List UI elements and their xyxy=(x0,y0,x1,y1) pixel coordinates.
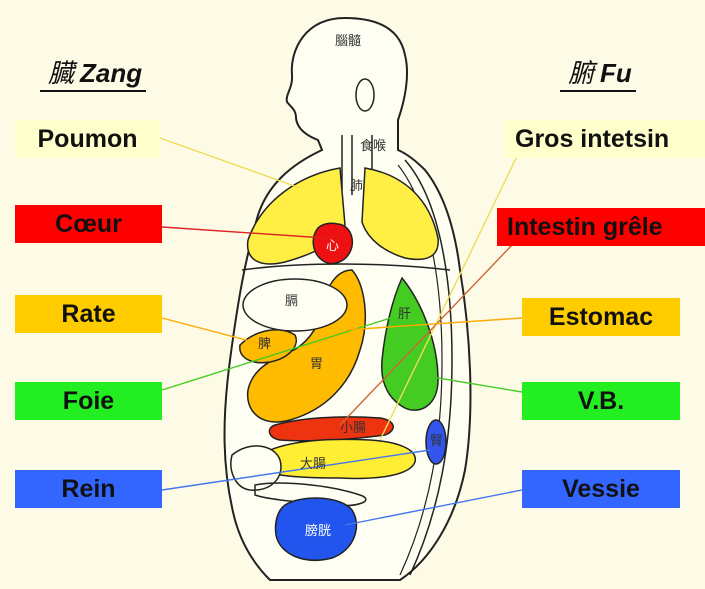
label-estomac-text: Estomac xyxy=(549,303,653,331)
label-rein-text: Rein xyxy=(61,475,115,503)
label-gros-intestin-text: Gros intetsin xyxy=(515,125,669,153)
label-poumon-text: Poumon xyxy=(38,125,138,153)
label-foie: Foie xyxy=(15,382,162,420)
label-foie-text: Foie xyxy=(63,387,114,415)
label-vessie-text: Vessie xyxy=(562,475,640,503)
label-vb: V.B. xyxy=(522,382,680,420)
label-rate: Rate xyxy=(15,295,162,333)
label-poumon: Poumon xyxy=(15,120,160,158)
char-kidney: 腎 xyxy=(430,434,443,449)
char-diaphragm: 膈 xyxy=(285,294,298,309)
label-rate-text: Rate xyxy=(61,300,115,328)
label-vb-text: V.B. xyxy=(578,387,624,415)
label-intestin-grele: Intestin grêle xyxy=(497,208,705,246)
char-spleen: 脾 xyxy=(258,337,271,352)
char-lung: 肺 xyxy=(350,179,363,194)
label-gros-intestin: Gros intetsin xyxy=(505,120,705,158)
char-heart: 心 xyxy=(326,239,339,254)
heading-zang-cjk: 臓 xyxy=(48,59,74,89)
heading-fu: 腑Fu xyxy=(560,58,636,92)
heading-zang: 臓Zang xyxy=(40,58,146,92)
char-large-intestine: 大腸 xyxy=(300,457,326,472)
char-brain: 腦髓 xyxy=(335,34,361,49)
char-bladder: 膀胱 xyxy=(305,523,331,539)
heading-zang-latin: Zang xyxy=(80,58,142,88)
label-coeur-text: Cœur xyxy=(55,210,122,238)
char-throat: 食喉 xyxy=(360,138,386,154)
leader-poumon xyxy=(160,138,300,188)
char-small-intestine: 小腸 xyxy=(340,421,366,436)
label-intestin-grele-text: Intestin grêle xyxy=(507,213,663,241)
label-coeur: Cœur xyxy=(15,205,162,243)
label-estomac: Estomac xyxy=(522,298,680,336)
heading-fu-latin: Fu xyxy=(600,58,632,88)
char-stomach: 胃 xyxy=(310,357,323,372)
label-vessie: Vessie xyxy=(522,470,680,508)
char-liver: 肝 xyxy=(398,307,411,322)
heading-fu-cjk: 腑 xyxy=(568,59,594,89)
label-rein: Rein xyxy=(15,470,162,508)
